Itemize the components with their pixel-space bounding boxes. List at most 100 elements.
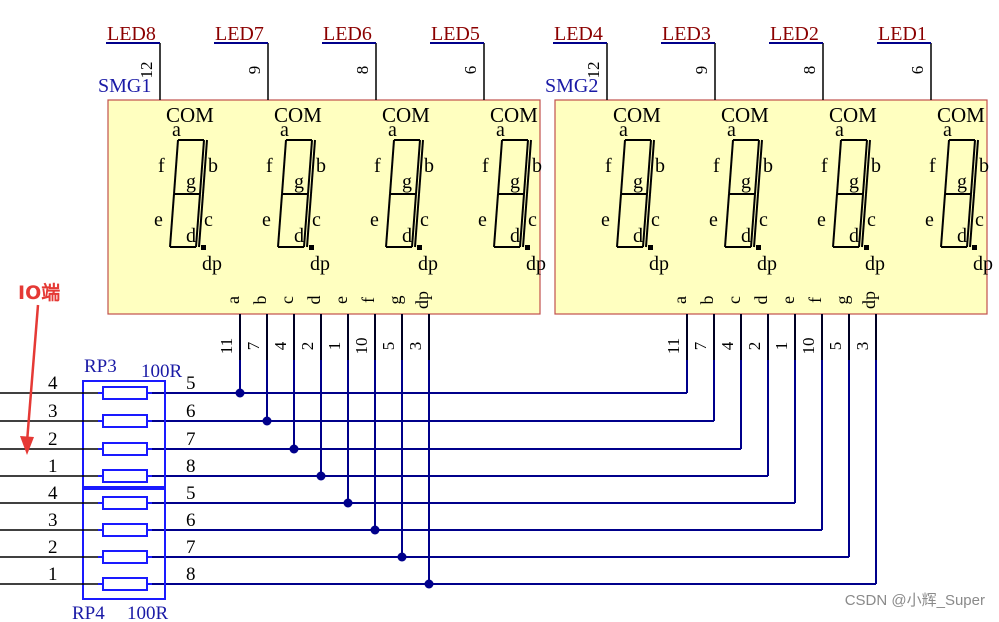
segment-pin-number: 5 <box>379 342 398 351</box>
segment-b-edge <box>649 139 655 195</box>
segment-c-edge <box>198 193 204 248</box>
seg-label-f: f <box>266 155 273 177</box>
seg-label-b: b <box>532 155 542 177</box>
seg-label-b: b <box>316 155 326 177</box>
junction-dot <box>370 525 380 535</box>
resistor-left-pin: 2 <box>48 429 58 450</box>
segment-b <box>307 139 313 195</box>
segment-pin-number: 2 <box>745 342 764 351</box>
segment-f <box>944 139 950 195</box>
com-label: COM <box>937 103 985 127</box>
segment-e <box>277 193 283 248</box>
segment-pin-number: 2 <box>298 342 317 351</box>
led-net-label: LED6 <box>323 23 372 45</box>
io-port-label: IO端 <box>18 281 60 304</box>
seg-label-c: c <box>420 209 429 231</box>
dp-dot <box>648 245 653 250</box>
seg-label-c: c <box>759 209 768 231</box>
segment-b-edge <box>310 139 316 195</box>
junction-dot <box>424 579 434 589</box>
seg-label-dp: dp <box>973 253 993 275</box>
resistor-right-pin: 7 <box>186 537 196 558</box>
dp-dot <box>756 245 761 250</box>
dp-dot <box>417 245 422 250</box>
seg-label-c: c <box>528 209 537 231</box>
com-pin-number: 6 <box>461 66 480 75</box>
seg-label-dp: dp <box>310 253 330 275</box>
seg-label-a: a <box>727 119 736 141</box>
resistor-element <box>102 523 148 537</box>
seg-label-c: c <box>651 209 660 231</box>
segment-f <box>389 139 395 195</box>
resistor-right-pin: 6 <box>186 510 196 531</box>
segment-f <box>728 139 734 195</box>
dp-dot <box>864 245 869 250</box>
resistor-network-body <box>82 486 166 600</box>
resistor-left-pin: 4 <box>48 373 58 394</box>
segment-pin-number: 11 <box>664 338 683 354</box>
segment-pin-label: c <box>724 296 744 304</box>
led-net-label: LED5 <box>431 23 480 45</box>
led-net-label: LED2 <box>770 23 819 45</box>
resistor-left-pin: 4 <box>48 483 58 504</box>
led-net-label: LED1 <box>878 23 927 45</box>
segment-b-edge <box>526 139 532 195</box>
resistor-right-pin: 8 <box>186 456 196 477</box>
seg-label-b: b <box>979 155 989 177</box>
segment-b <box>754 139 760 195</box>
segment-e <box>493 193 499 248</box>
seg-label-g: g <box>849 171 859 193</box>
resistor-left-pin: 1 <box>48 564 58 585</box>
resistor-right-pin: 5 <box>186 373 196 394</box>
segment-pin-label: e <box>778 296 798 304</box>
segment-pin-number: 1 <box>325 342 344 351</box>
segment-c-edge <box>414 193 420 248</box>
seg-label-e: e <box>601 209 610 231</box>
resistor-network-value: 100R <box>141 361 183 382</box>
com-pin-number: 9 <box>692 66 711 75</box>
segment-pin-label: b <box>697 296 717 305</box>
com-pin-number: 8 <box>800 66 819 75</box>
segment-e <box>940 193 946 248</box>
resistor-right-pin: 8 <box>186 564 196 585</box>
resistor-right-pin: 5 <box>186 483 196 504</box>
segment-c <box>858 193 864 248</box>
resistor-right-pin: 6 <box>186 401 196 422</box>
seg-label-b: b <box>655 155 665 177</box>
segment-b-edge <box>202 139 208 195</box>
seg-label-dp: dp <box>526 253 546 275</box>
dp-dot <box>309 245 314 250</box>
segment-pin-label: a <box>670 296 690 304</box>
segment-c <box>966 193 972 248</box>
resistor-element <box>102 550 148 564</box>
resistor-element <box>102 577 148 591</box>
seg-label-dp: dp <box>865 253 885 275</box>
segment-c <box>195 193 201 248</box>
resistor-left-pin: 1 <box>48 456 58 477</box>
display-module-1 <box>107 99 541 315</box>
com-pin-number: 8 <box>353 66 372 75</box>
watermark: CSDN @小辉_Super <box>844 592 985 609</box>
segment-pin-label: g <box>385 296 405 305</box>
segment-b-edge <box>757 139 763 195</box>
segment-f <box>173 139 179 195</box>
module-designator: SMG1 <box>98 75 151 97</box>
segment-pin-label: f <box>805 297 825 303</box>
segment-c <box>519 193 525 248</box>
segment-pin-label: dp <box>859 291 879 309</box>
seg-label-d: d <box>294 225 304 247</box>
seg-label-e: e <box>478 209 487 231</box>
seg-label-g: g <box>957 171 967 193</box>
segment-f <box>620 139 626 195</box>
segment-c <box>303 193 309 248</box>
segment-e <box>724 193 730 248</box>
segment-c-edge <box>753 193 759 248</box>
segment-c <box>750 193 756 248</box>
segment-pin-label: dp <box>412 291 432 309</box>
resistor-left-pin: 3 <box>48 510 58 531</box>
com-pin-number: 12 <box>137 62 156 79</box>
segment-pin-label: g <box>832 296 852 305</box>
segment-c-edge <box>645 193 651 248</box>
segment-pin-number: 4 <box>271 341 290 350</box>
